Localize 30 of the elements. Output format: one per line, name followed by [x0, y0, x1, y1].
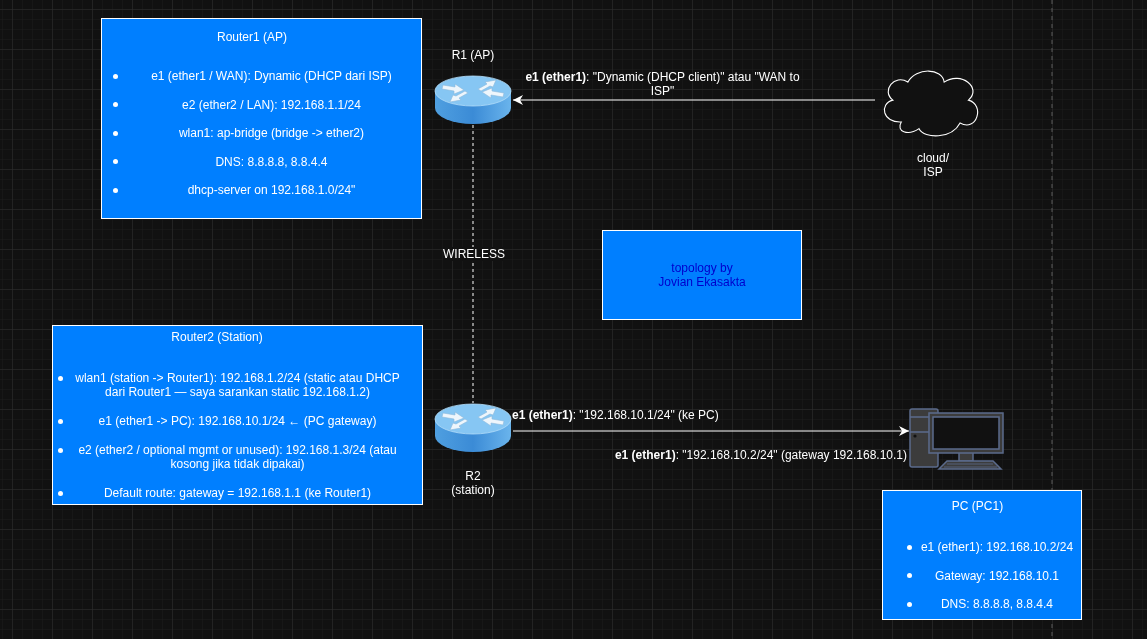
edge-label: WIRELESS [443, 247, 503, 261]
box-title: Router1 (AP) [217, 30, 287, 44]
list-item-text: Default route: gateway = 192.168.1.1 (ke Router1) [103, 486, 372, 500]
node-label: cloud/ ISP [916, 151, 950, 179]
list-item-text: wlan1: ap-bridge (bridge -> ether2) [178, 126, 365, 140]
box-title: Router2 (Station) [171, 330, 263, 344]
info-box [882, 490, 1082, 620]
connector-line [472, 124, 474, 404]
edge-label: e1 (ether1): "Dynamic (DHCP client)" atau "WAN to ISP" [524, 70, 801, 98]
list-item-text: DNS: 8.8.8.8, 8.8.4.4 [215, 154, 328, 169]
node-label: R2 (station) [450, 469, 496, 497]
box-title: PC (PC1) [951, 499, 1004, 513]
note-box [602, 230, 802, 320]
list-item-text: Gateway: 192.168.10.1 [934, 568, 1060, 583]
list-item-text: e2 (ether2 / optional mgmt or unused): 192.168.1.3/24 (atau kosong jika tidak dipakai) [77, 443, 398, 471]
edge-label: e1 (ether1): "192.168.10.1/24" (ke PC) [512, 408, 719, 422]
arrow [512, 95, 876, 105]
list-item-text: DNS: 8.8.8.8, 8.8.4.4 [940, 597, 1054, 611]
info-box [52, 325, 423, 505]
arrow [512, 426, 910, 436]
list-item-text: dhcp-server on 192.168.1.0/24" [187, 183, 356, 197]
list-item-text: e1 (ether1): 192.168.10.2/24 [920, 540, 1074, 554]
node-caption: e1 (ether1): "192.168.10.2/24" (gateway 192.168.10.1) [614, 448, 907, 462]
node-label: R1 (AP) [451, 48, 495, 62]
info-box [101, 18, 422, 219]
list-item-text: wlan1 (station -> Router1): 192.168.1.2/24 (static atau DHCP dari Router1 — saya sarankan static 192.168.1.2) [74, 371, 401, 399]
list-item-text: e1 (ether1 -> PC): 192.168.10.1/24 ← (PC gateway) [98, 414, 377, 428]
list-item-text: e1 (ether1 / WAN): Dynamic (DHCP dari ISP) [151, 69, 392, 83]
list-item-text: e2 (ether2 / LAN): 192.168.1.1/24 [182, 97, 361, 112]
note-text: topology by Jovian Ekasakta [657, 261, 747, 289]
